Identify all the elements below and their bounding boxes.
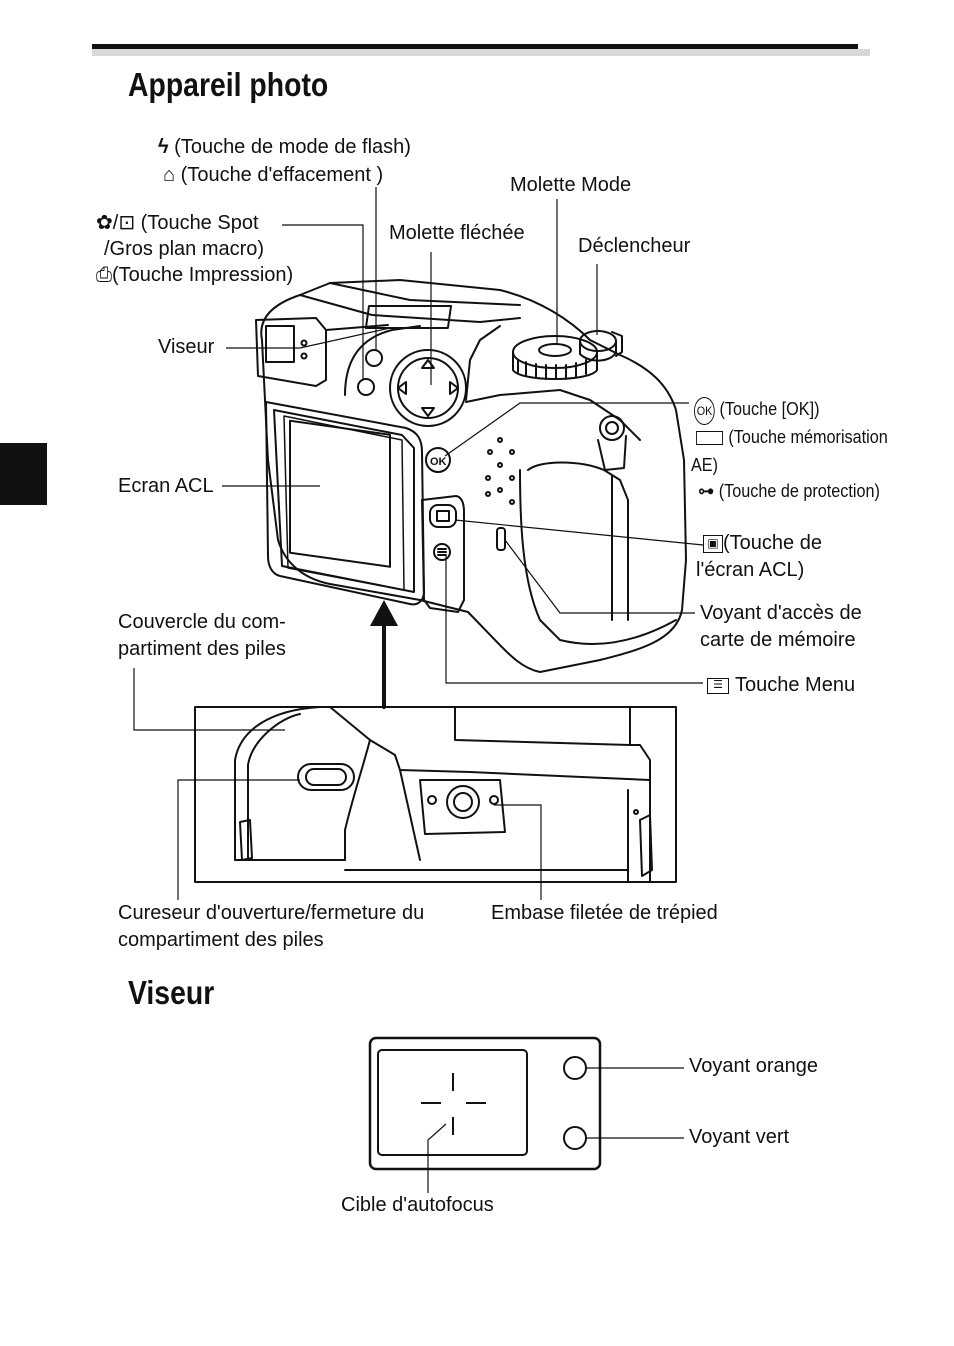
monitor-icon: ▣ (703, 534, 723, 553)
arrow-pad-label: Molette fléchée (389, 222, 525, 244)
menu-button-label: ☰Touche Menu (707, 672, 855, 698)
battery-latch-label-2: compartiment des piles (118, 929, 324, 951)
camera-body-outline (260, 279, 687, 673)
section-title-viewfinder: Viseur (128, 974, 215, 1011)
bottom-view-frame (194, 706, 677, 883)
lcd-screen-shape (289, 419, 391, 568)
up-arrow-head (370, 600, 398, 626)
battery-cover-label: Couvercle du com- (118, 611, 286, 633)
tripod-socket-shape (446, 785, 480, 819)
tripod-plate (419, 779, 506, 835)
monitor-button-shape (429, 504, 457, 528)
viewfinder-field (377, 1049, 528, 1156)
card-access-lamp-label-2: carte de mémoire (700, 629, 856, 651)
spot-macro-button-label: ✿/⊡ (Touche Spot (96, 212, 259, 234)
key-icon: ⊶ (698, 481, 715, 501)
orange-lamp-shape (563, 1056, 587, 1080)
viewfinder-housing (255, 317, 327, 387)
viewfinder-eyepiece (265, 325, 295, 363)
ae-lock-button-label-2: AE) (691, 455, 719, 475)
header-rule-shadow (92, 49, 870, 56)
lcd-screen-label: Ecran ACL (118, 475, 214, 497)
print-button-shape (357, 378, 375, 396)
tripod-socket-label: Embase filetée de trépied (491, 902, 718, 924)
ok-icon: OK (694, 397, 716, 425)
battery-latch-shape (297, 763, 355, 791)
macro-icon: ✿ (96, 212, 113, 234)
spot-macro-button-label-2: /Gros plan macro) (104, 238, 265, 260)
ok-button-label: OK (Touche [OK]) (694, 396, 819, 425)
print-button-label: ⎙(Touche Impression) (96, 264, 294, 286)
battery-cover-label-2: partiment des piles (118, 638, 286, 660)
viewfinder-label: Viseur (158, 336, 215, 358)
viewfinder-frame (368, 1036, 602, 1171)
ae-lock-button-label: (Touche mémorisation (696, 424, 888, 450)
button-panel (421, 495, 465, 613)
section-title-camera: Appareil photo (128, 66, 329, 103)
green-lamp-label: Voyant vert (689, 1126, 790, 1148)
erase-icon: ⌂ (163, 164, 176, 186)
ae-lock-icon (696, 431, 723, 446)
monitor-button-label: ▣(Touche de (703, 530, 822, 556)
print-icon: ⎙ (96, 264, 112, 286)
erase-button-shape (365, 349, 383, 367)
shutter-button-label: Déclencheur (578, 235, 691, 257)
orange-lamp-label: Voyant orange (689, 1055, 818, 1077)
card-access-lamp-label: Voyant d'accès de (700, 602, 862, 624)
monitor-button-label-2: l'écran ACL) (696, 559, 805, 581)
erase-button-label: ⌂ (Touche d'effacement ) (163, 164, 384, 186)
menu-icon: ☰ (707, 677, 729, 694)
chapter-tab (0, 443, 47, 505)
menu-button-shape (433, 543, 451, 561)
flash-button-label: ϟ (Touche de mode de flash) (158, 136, 411, 158)
protect-button-label: ⊶ (Touche de protection) (698, 478, 880, 504)
spot-icon: /⊡ (112, 212, 136, 234)
af-target-label: Cible d'autofocus (341, 1194, 494, 1216)
ok-button-shape (425, 447, 451, 473)
battery-latch-label: Cureseur d'ouverture/fermeture du (118, 902, 425, 924)
flash-icon: ϟ (158, 136, 169, 158)
lcd-frame-outer (265, 401, 425, 606)
arrow-pad (389, 349, 467, 427)
svg-text:OK: OK (430, 456, 447, 468)
green-lamp-shape (563, 1126, 587, 1150)
header-rule (92, 44, 858, 49)
mode-dial-label: Molette Mode (510, 174, 632, 196)
